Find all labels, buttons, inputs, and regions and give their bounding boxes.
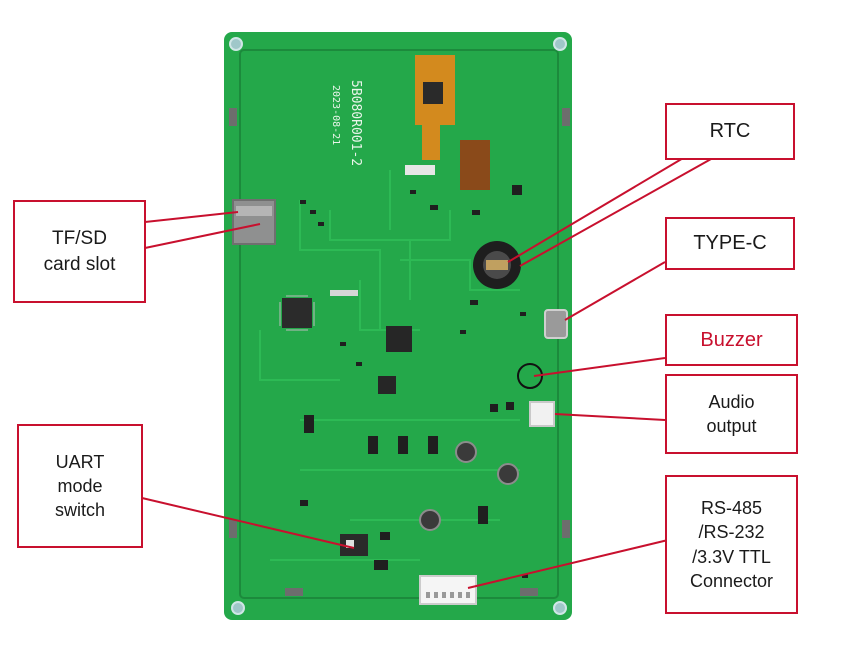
leader-line-rtc — [507, 153, 721, 267]
edge-clip — [562, 108, 570, 126]
electrolytic-capacitor — [455, 441, 477, 463]
silkscreen-model: 5B080R001-2 — [348, 80, 363, 166]
rs485-connector-pins — [426, 592, 470, 598]
callout-label: RTC — [709, 120, 751, 142]
callout-rs485-connector: RS-485 /RS-232 /3.3V TTL Connector — [665, 475, 798, 614]
ic-chip — [330, 290, 358, 296]
flex-connector — [405, 165, 435, 175]
leader-line-connector — [467, 539, 669, 589]
leader-line-tf-sd — [144, 211, 261, 249]
leader-line-buzzer — [533, 357, 666, 377]
mounting-hole-bl — [231, 601, 245, 615]
callout-label: UART mode switch — [54, 451, 105, 521]
edge-clip — [285, 588, 303, 596]
callout-type-c: TYPE-C — [665, 217, 795, 270]
rs485-connector — [419, 575, 477, 605]
callout-buzzer: Buzzer — [665, 314, 798, 366]
leader-line-uart — [141, 497, 355, 549]
leader-lines — [141, 153, 721, 589]
ic-chip — [378, 376, 396, 394]
buzzer — [517, 363, 543, 389]
edge-clip — [562, 520, 570, 538]
display-flex-chip — [423, 82, 443, 104]
usb-c-port — [544, 309, 568, 339]
smd-components — [300, 185, 528, 578]
callout-tf-sd-card-slot: TF/SD card slot — [13, 200, 146, 303]
callout-label: RS-485 /RS-232 /3.3V TTL Connector — [689, 497, 774, 591]
mounting-hole-tl — [229, 37, 243, 51]
uart-switch-knob — [346, 540, 354, 548]
electrolytic-capacitor — [419, 509, 441, 531]
callout-label: TYPE-C — [693, 232, 767, 254]
mcu-chip — [282, 298, 312, 328]
audio-connector — [529, 401, 555, 427]
callout-label: Buzzer — [700, 328, 763, 351]
tf-card-slot-opening — [236, 206, 272, 216]
callout-label: TF/SD card slot — [43, 227, 116, 275]
rtc-battery-clip — [486, 260, 508, 270]
edge-clip — [229, 520, 237, 538]
electrolytic-capacitor — [497, 463, 519, 485]
leader-line-audio — [554, 413, 666, 421]
callout-label: Audio output — [706, 391, 757, 436]
callout-uart-mode-switch: UART mode switch — [17, 424, 143, 548]
display-flex-tail — [422, 122, 440, 160]
edge-clip — [229, 108, 237, 126]
callout-audio-output: Audio output — [665, 374, 798, 454]
leader-line-type-c — [564, 261, 666, 321]
touch-flex-cable — [460, 140, 490, 190]
mounting-hole-tr — [553, 37, 567, 51]
edge-clip — [520, 588, 538, 596]
mcu-chip-pins — [279, 295, 315, 331]
silkscreen-date: 2023-08-21 — [330, 85, 341, 145]
processor-chip — [386, 326, 412, 352]
mounting-hole-br — [553, 601, 567, 615]
callout-rtc: RTC — [665, 103, 795, 160]
